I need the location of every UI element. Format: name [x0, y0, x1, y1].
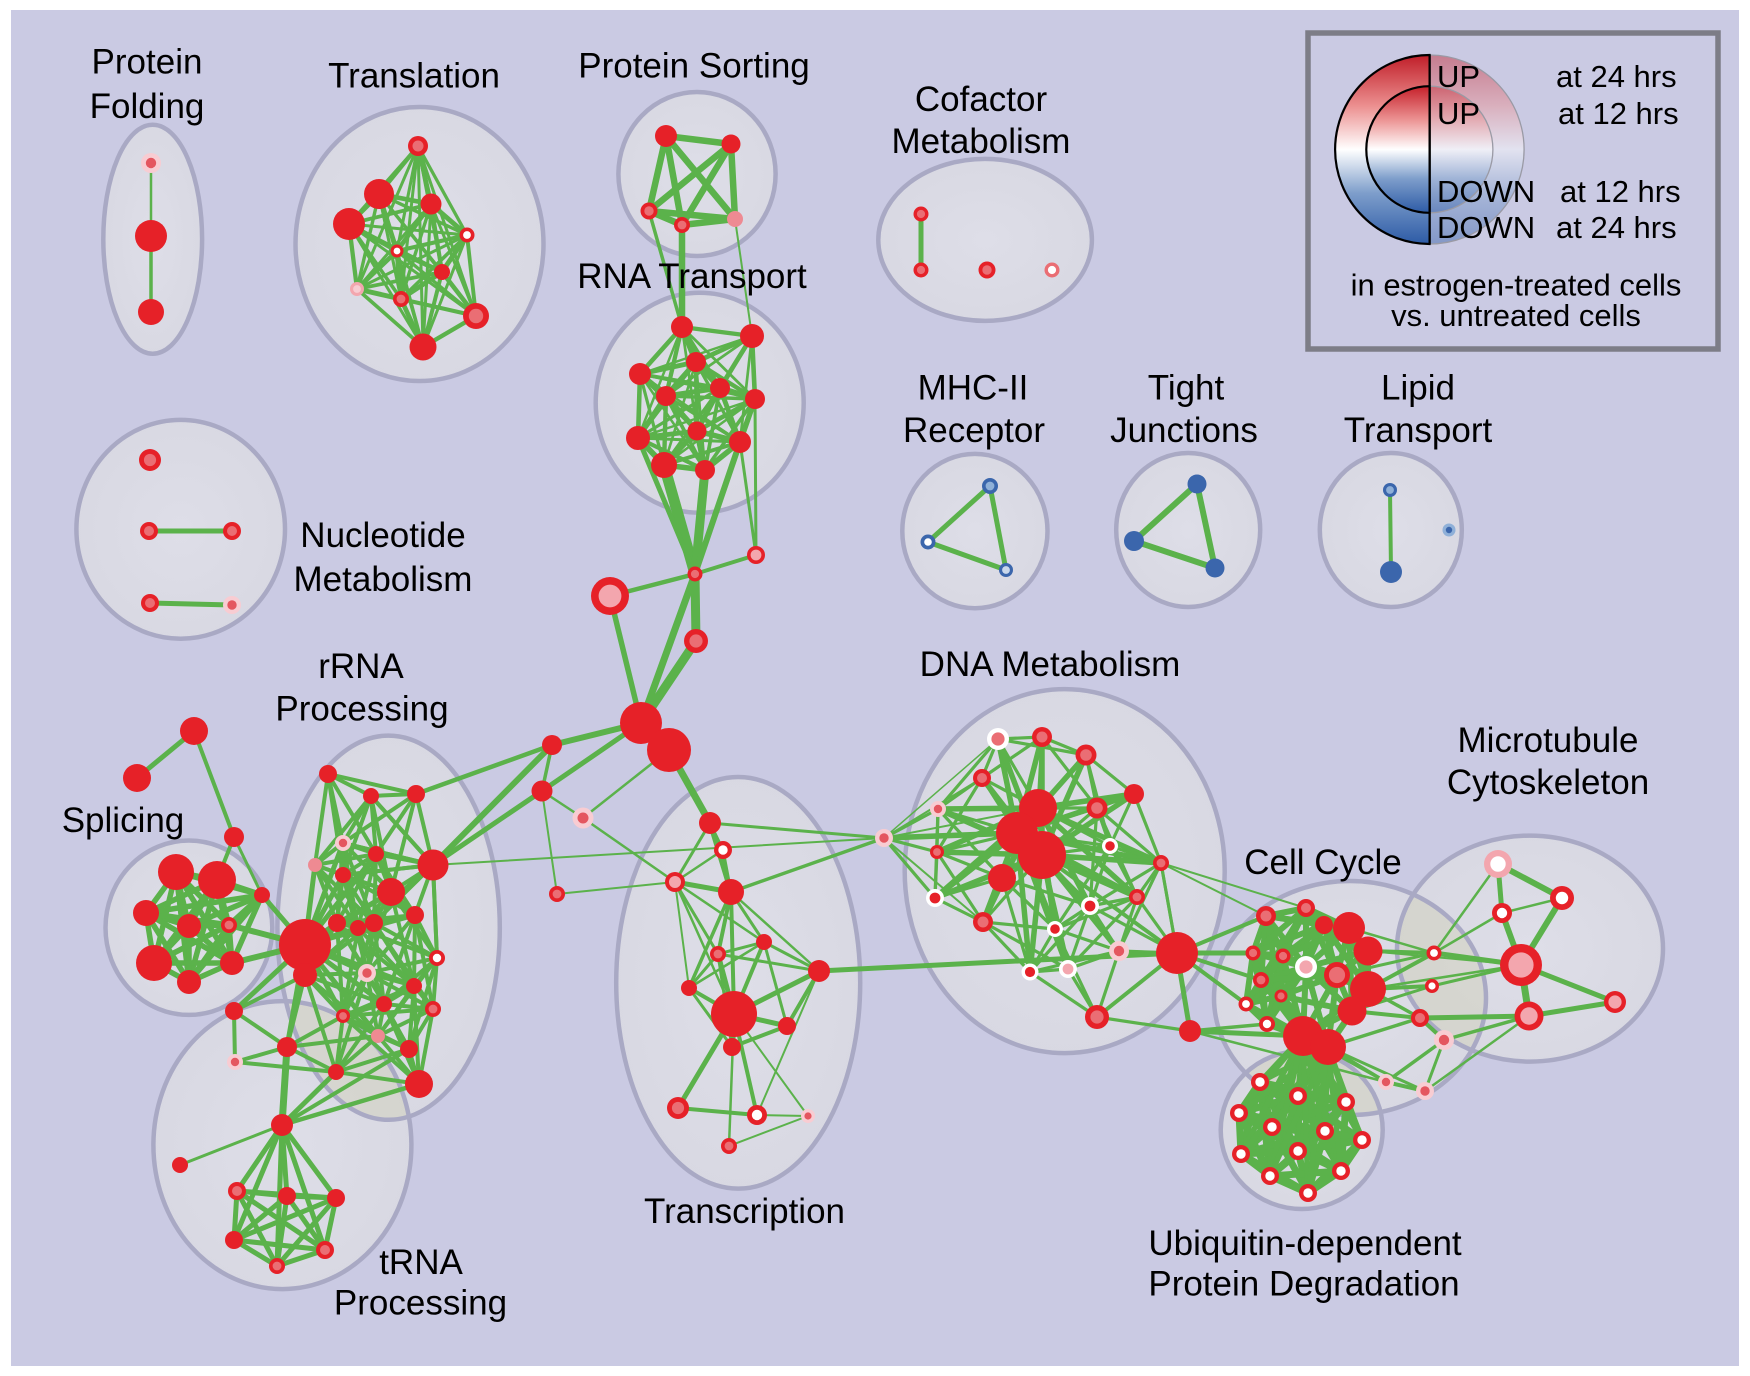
- svg-text:Cofactor: Cofactor: [915, 80, 1048, 119]
- svg-text:at 24 hrs: at 24 hrs: [1556, 210, 1677, 245]
- svg-text:UP: UP: [1437, 96, 1480, 131]
- svg-text:Protein Degradation: Protein Degradation: [1148, 1265, 1459, 1304]
- svg-text:DNA Metabolism: DNA Metabolism: [920, 645, 1181, 684]
- svg-text:Ubiquitin-dependent: Ubiquitin-dependent: [1148, 1224, 1462, 1263]
- svg-text:UP: UP: [1437, 59, 1480, 94]
- svg-text:Metabolism: Metabolism: [892, 122, 1071, 161]
- svg-text:Microtubule: Microtubule: [1458, 721, 1639, 760]
- svg-text:Translation: Translation: [328, 57, 500, 96]
- svg-text:at 12 hrs: at 12 hrs: [1558, 96, 1679, 131]
- svg-text:Protein Sorting: Protein Sorting: [578, 47, 810, 86]
- svg-text:Transport: Transport: [1344, 411, 1493, 450]
- svg-text:Tight: Tight: [1148, 369, 1225, 408]
- svg-text:RNA Transport: RNA Transport: [577, 257, 807, 296]
- svg-text:Nucleotide: Nucleotide: [300, 516, 465, 555]
- svg-text:Receptor: Receptor: [903, 411, 1045, 450]
- svg-text:Splicing: Splicing: [62, 801, 185, 840]
- svg-text:Junctions: Junctions: [1110, 411, 1258, 450]
- svg-text:tRNA: tRNA: [379, 1243, 463, 1282]
- svg-text:rRNA: rRNA: [318, 647, 404, 686]
- svg-text:Metabolism: Metabolism: [294, 560, 473, 599]
- svg-text:in estrogen-treated cells: in estrogen-treated cells: [1351, 268, 1682, 303]
- svg-text:Folding: Folding: [90, 87, 205, 126]
- svg-text:Cell Cycle: Cell Cycle: [1244, 843, 1402, 882]
- svg-text:DOWN: DOWN: [1437, 174, 1535, 209]
- svg-text:Processing: Processing: [275, 690, 448, 729]
- svg-text:Cytoskeleton: Cytoskeleton: [1447, 763, 1649, 802]
- svg-text:vs. untreated cells: vs. untreated cells: [1391, 298, 1641, 333]
- svg-text:at 24 hrs: at 24 hrs: [1556, 59, 1677, 94]
- svg-text:Protein: Protein: [92, 43, 203, 82]
- svg-text:Transcription: Transcription: [644, 1192, 845, 1231]
- svg-text:Processing: Processing: [334, 1284, 507, 1323]
- svg-text:MHC-II: MHC-II: [918, 369, 1029, 408]
- svg-text:at 12 hrs: at 12 hrs: [1560, 174, 1681, 209]
- svg-text:DOWN: DOWN: [1437, 210, 1535, 245]
- svg-text:Lipid: Lipid: [1381, 369, 1455, 408]
